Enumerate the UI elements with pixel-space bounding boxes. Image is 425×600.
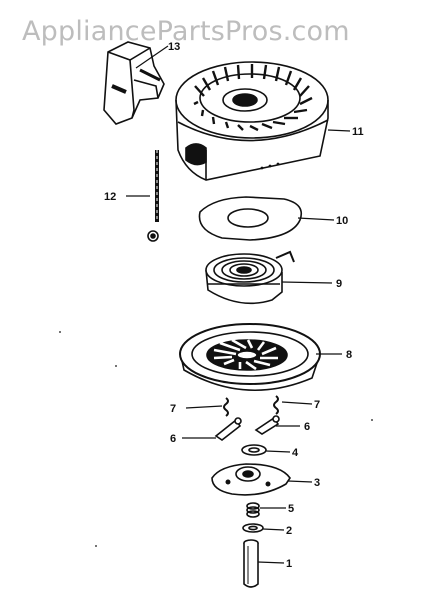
housing-vents [193, 64, 313, 132]
leader-13 [135, 45, 169, 69]
part-13-handle [103, 41, 169, 125]
leader-2 [262, 528, 285, 531]
label-10: 10 [336, 215, 348, 227]
leader-11 [327, 129, 351, 132]
label-5: 5 [288, 503, 294, 515]
label-8: 8 [346, 349, 352, 361]
label-13: 13 [168, 41, 180, 53]
part-11-housing [175, 61, 351, 181]
part-10-plate [198, 196, 335, 241]
label-11: 11 [352, 126, 364, 138]
part-1-screw [243, 539, 285, 588]
part-3-retainer [211, 463, 313, 496]
leader-7a [185, 405, 223, 409]
label-7-right: 7 [314, 399, 320, 411]
label-7-left: 7 [170, 403, 176, 415]
leader-7b [281, 401, 313, 405]
leader-1 [257, 561, 285, 564]
label-3: 3 [314, 477, 320, 489]
part-5-spring [246, 502, 286, 518]
part-6-pawls [182, 415, 300, 441]
label-12: 12 [104, 191, 116, 203]
label-9: 9 [336, 278, 342, 290]
callout-labels: 13 11 12 10 9 8 7 7 6 6 4 3 5 2 1 [104, 41, 364, 570]
label-1: 1 [286, 558, 292, 570]
leader-10 [297, 217, 335, 221]
leader-4 [265, 450, 291, 453]
print-specks [59, 331, 373, 547]
leader-3 [287, 480, 313, 483]
part-7-pawl-springs [185, 395, 313, 417]
label-4: 4 [292, 447, 299, 459]
label-6-right: 6 [304, 421, 310, 433]
part-2-washer [242, 523, 285, 533]
leader-9 [281, 281, 333, 284]
label-2: 2 [286, 525, 292, 537]
part-4-washer [241, 444, 291, 456]
part-8-pulley [179, 323, 342, 392]
part-9-spring [205, 250, 333, 305]
pulley-vanes [213, 338, 278, 371]
watermark: AppliancePartsPros.com [22, 16, 350, 47]
part-12-rope [126, 150, 159, 242]
label-6-left: 6 [170, 433, 176, 445]
